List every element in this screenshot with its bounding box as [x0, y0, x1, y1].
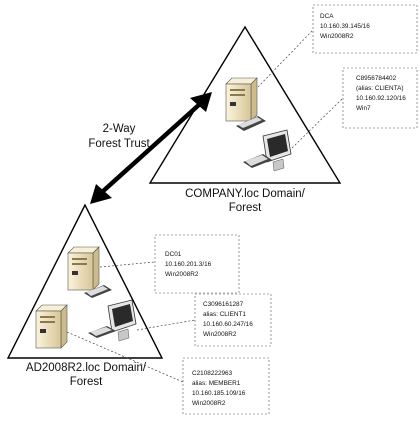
client1-label-line: Win2008R2 — [203, 331, 237, 338]
server-icon — [35, 304, 68, 349]
dca-label-line: 10.160.39.145/16 — [320, 23, 370, 30]
clienta-label-box — [342, 67, 418, 129]
client1-label-line: C3096161287 — [203, 301, 244, 308]
trust-label-line1: 2-Way — [103, 123, 136, 135]
client1-label-box — [194, 293, 272, 347]
company-domain-name-line1: COMPANY.loc Domain/ — [185, 188, 306, 200]
client1-label-line: alias: CLIENT1 — [203, 311, 246, 318]
dc01-label-line: 10.160.201.3/16 — [165, 261, 212, 268]
member1-label-line: 10.160.185.109/16 — [192, 390, 246, 397]
dca-label-line: Win2008R2 — [320, 33, 354, 40]
member1-label-line: Win2008R2 — [192, 400, 226, 407]
client1-label-line: 10.160.60.247/16 — [203, 321, 253, 328]
trust-label-line2: Forest Trust — [88, 138, 150, 150]
dca-label-box — [312, 4, 418, 54]
ad2008r2-domain-name-line1: AD2008R2.loc Domain/ — [26, 362, 147, 374]
dc01-label-line: Win2008R2 — [165, 271, 199, 278]
dca-label-line: DCA — [320, 13, 334, 20]
member1-label-line: alias: MEMBER1 — [192, 380, 241, 387]
server-icon — [225, 77, 258, 122]
member1-label-line: C2108222963 — [192, 370, 233, 377]
keyboard-icon — [243, 154, 272, 168]
keyboard-icon — [88, 326, 116, 338]
clienta-label-line: C8956784402 — [356, 75, 397, 82]
ad2008r2-domain-name-line2: Forest — [70, 376, 103, 388]
company-domain-name-line2: Forest — [229, 202, 262, 214]
trust-arrow — [90, 92, 212, 204]
connector-lines — [66, 29, 344, 383]
member1-label-box — [182, 357, 270, 415]
monitor-icon — [262, 129, 292, 172]
clienta-label-line: Win7 — [356, 105, 371, 112]
keyboard-icon — [236, 116, 266, 131]
clienta-label-line: (alias: CLIENTA) — [356, 85, 403, 92]
dc01-label-line: DC01 — [165, 251, 182, 258]
keyboard-icon — [84, 285, 112, 298]
server-icon — [67, 246, 100, 291]
dc01-label-box — [154, 234, 240, 294]
clienta-label-line: 10.160.92.120/16 — [356, 95, 406, 102]
monitor-icon — [107, 299, 137, 342]
